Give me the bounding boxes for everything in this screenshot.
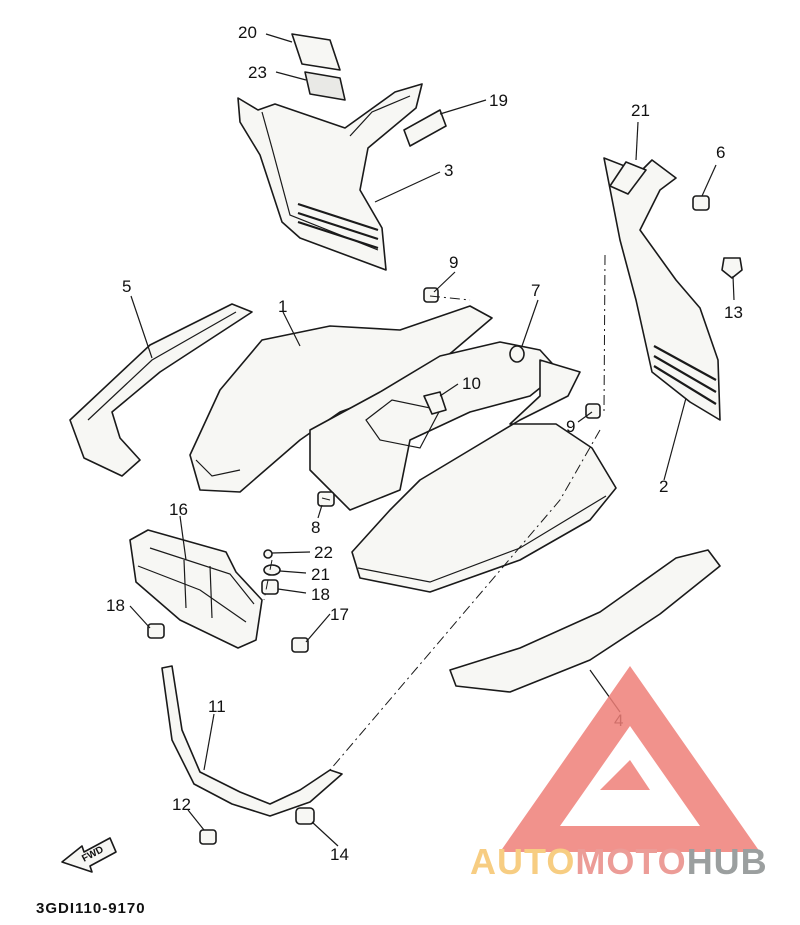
part-20-clip [263,549,273,559]
callout-17: 18 [106,596,125,615]
part-13-screw [721,257,743,279]
callout-13: 13 [724,303,743,322]
callout-16: 17 [330,605,349,624]
part-3-side-cover [237,83,423,271]
callout-3: 3 [444,161,453,180]
part-19-washer [263,564,281,576]
part-21-emblem-right [609,161,647,195]
part-10-fastener [423,391,447,415]
callout-21-upper: 19 [489,91,508,110]
part-4-trim [449,549,721,693]
callout-6: 6 [716,143,725,162]
callout-19: 21 [311,565,330,584]
callout-22: 20 [238,23,257,42]
fwd-arrow-icon: FWD [61,837,117,873]
part-9-bolt-right [585,403,601,419]
callout-11: 11 [208,697,226,716]
callout-1: 1 [278,297,287,316]
watermark-text: AUTOMOTOHUB [470,841,768,882]
part-22-decal [291,33,341,71]
callout-9-right: 9 [566,417,575,436]
part-15-guard [129,529,263,649]
callout-15: 16 [169,500,188,519]
part-11-brace [161,665,343,817]
part-1-front-fender [189,305,561,511]
callout-7: 7 [531,281,540,300]
callout-14: 14 [330,845,349,864]
part-5-flap [69,303,253,477]
callout-20: 22 [314,543,333,562]
part-7-grommet [509,345,525,363]
watermark-logo: AUTOMOTOHUB [470,666,768,882]
part-2-side-cover [603,157,721,421]
watermark-moto: MOTO [575,841,686,882]
callout-23: 23 [248,63,267,82]
part-16-bolt [291,637,309,653]
callout-5: 5 [122,277,131,296]
part-23-decal [304,71,346,101]
diagram-code: 3GDI110-9170 [36,900,146,917]
callout-10: 10 [462,374,481,393]
callout-2: 2 [659,477,668,496]
part-18-nut [261,579,279,595]
callout-21-right: 21 [631,101,650,120]
watermark-hub: HUB [687,841,768,882]
part-14-nut [295,807,315,825]
part-12-bolt [199,829,217,845]
callout-18: 18 [311,585,330,604]
part-17-bolt [147,623,165,639]
part-21-emblem-upper [403,109,447,147]
callout-12: 12 [172,795,191,814]
part-6-bolt [692,195,710,211]
watermark-triangle-icon [500,666,760,852]
part-front-fender-right [351,359,617,593]
watermark-auto: AUTO [470,841,575,882]
callout-8: 8 [311,518,320,537]
callout-9-upper: 9 [449,253,458,272]
